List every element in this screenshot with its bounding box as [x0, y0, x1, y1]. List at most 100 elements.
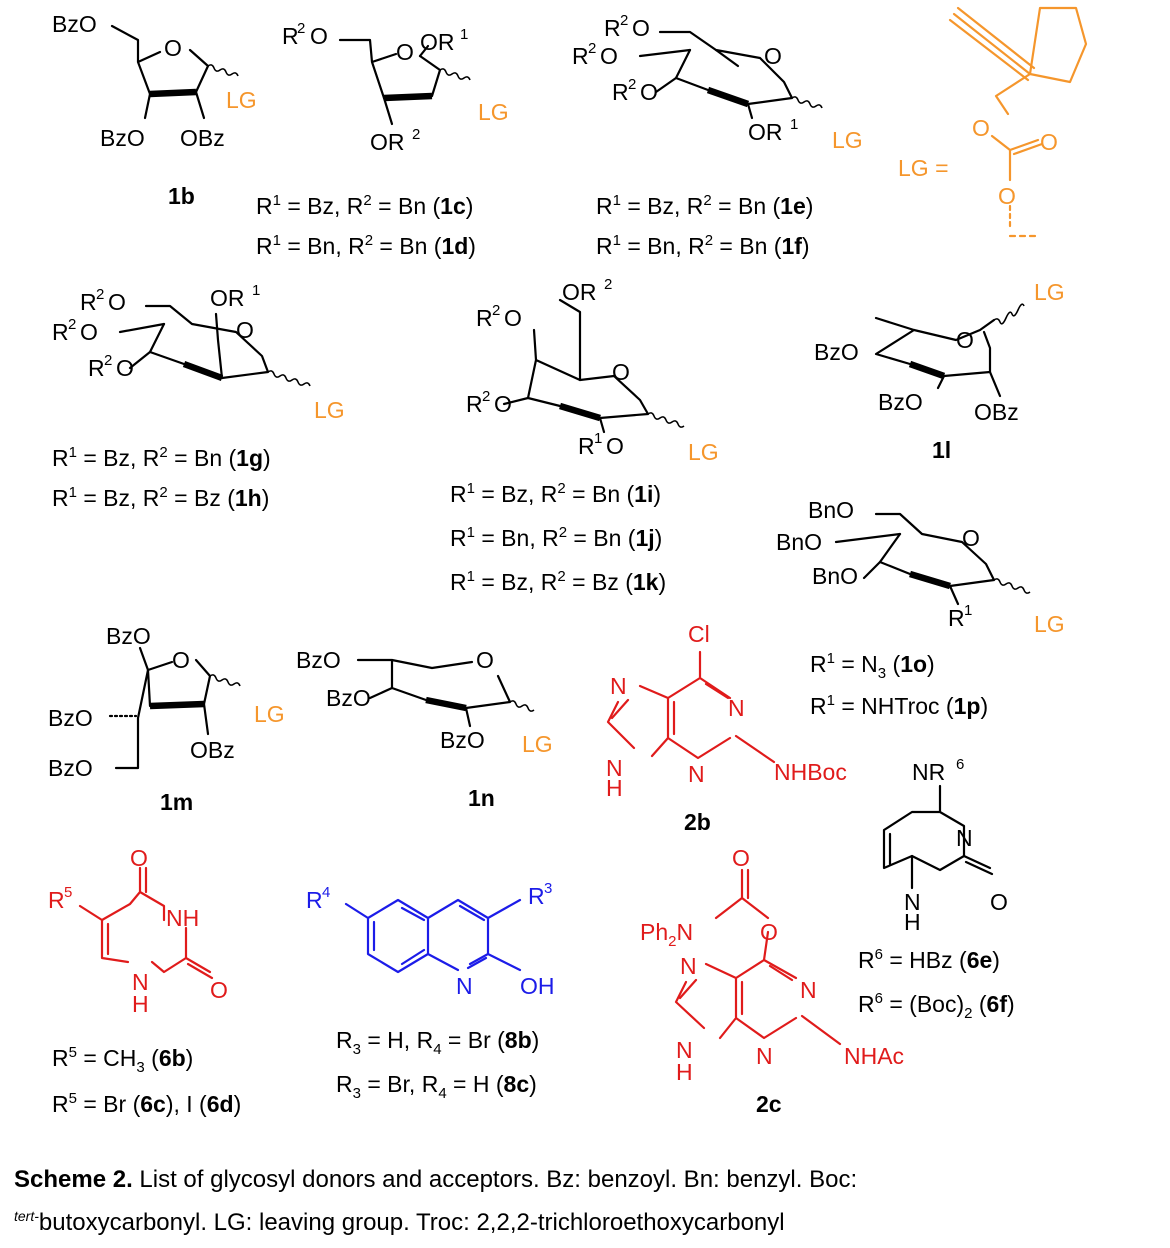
svg-text:H: H [606, 775, 623, 801]
caption-title: Scheme 2. [14, 1166, 133, 1193]
svg-text:BzO: BzO [48, 705, 93, 731]
svg-text:N: N [456, 973, 473, 999]
svg-text:1: 1 [964, 602, 972, 619]
svg-text:O: O [606, 433, 624, 459]
structure-6b-6d: O R 5 NH N H O R5 = CH3 (6b) R5 = Br (6c… [48, 845, 241, 1117]
caption-1h: R1 = Bz, R2 = Bz (1h) [52, 484, 269, 511]
atom-nh: NH [166, 905, 199, 931]
svg-text:2: 2 [482, 388, 490, 405]
atom-lg: LG [522, 731, 553, 757]
svg-text:N: N [606, 755, 623, 781]
svg-text:O: O [172, 647, 190, 673]
atom-oh: OH [520, 973, 555, 999]
structure-1n: BzO BzO O BzO LG 1n [296, 647, 553, 811]
atom-ph2n: Ph2N [640, 919, 693, 950]
svg-text:O: O [504, 305, 522, 331]
atom-lg: LG [688, 439, 719, 465]
svg-text:O: O [130, 845, 148, 871]
svg-text:2: 2 [104, 352, 112, 369]
structure-1c-1d: R 2 O O OR 1 LG OR 2 [282, 20, 509, 155]
structure-1l: BzO O LG BzO OBz 1l [814, 279, 1065, 463]
svg-text:N: N [756, 1043, 773, 1069]
svg-text:R: R [52, 319, 69, 345]
svg-text:N: N [680, 953, 697, 979]
svg-text:R: R [88, 355, 105, 381]
svg-text:OBz: OBz [974, 399, 1019, 425]
svg-text:BzO: BzO [440, 727, 485, 753]
svg-text:R: R [604, 15, 621, 41]
scheme-caption: Scheme 2. List of glycosyl donors and ac… [14, 1162, 1164, 1241]
svg-text:OR: OR [420, 29, 455, 55]
svg-text:N: N [132, 969, 149, 995]
structure-8b-8c: R 4 R 3 N OH R3 = H, R4 = Br (8b) R3 = B… [306, 880, 555, 1102]
atom-obz: OBz [180, 125, 225, 151]
svg-text:2: 2 [412, 126, 420, 143]
svg-text:O: O [116, 355, 134, 381]
caption-text-2: butoxycarbonyl. LG: leaving group. Troc:… [38, 1209, 785, 1236]
svg-text:BzO: BzO [296, 647, 341, 673]
atom-lg: LG [478, 99, 509, 125]
svg-text:O: O [80, 319, 98, 345]
svg-text:H: H [904, 909, 921, 935]
structure-1m: BzO O LG BzO OBz BzO 1m [48, 623, 285, 815]
svg-text:N: N [904, 889, 921, 915]
compound-label-1m: 1m [160, 789, 193, 815]
svg-text:OR: OR [562, 279, 597, 305]
svg-text:N: N [956, 825, 973, 851]
svg-text:R: R [48, 887, 65, 913]
structure-6e-6f: NR 6 N N H O R6 = HBz (6e) R6 = (Boc)2 (… [858, 756, 1015, 1022]
svg-text:O: O [998, 183, 1016, 209]
svg-text:H: H [132, 991, 149, 1017]
svg-text:O: O [764, 43, 782, 69]
captions-row-1: R1 = Bz, R2 = Bn (1c) R1 = Bn, R2 = Bn (… [256, 192, 813, 259]
svg-text:R: R [948, 605, 965, 631]
svg-text:2: 2 [96, 286, 104, 303]
atom-lg: LG [254, 701, 285, 727]
svg-text:O: O [494, 391, 512, 417]
svg-text:OR: OR [210, 285, 245, 311]
atom-cl: Cl [688, 621, 710, 647]
caption-1i: R1 = Bz, R2 = Bn (1i) [450, 480, 661, 507]
svg-text:R: R [306, 887, 323, 913]
lg-equals-label: LG = [898, 155, 949, 181]
svg-text:O: O [990, 889, 1008, 915]
svg-text:O: O [236, 317, 254, 343]
svg-text:2: 2 [628, 76, 636, 93]
svg-text:R: R [80, 289, 97, 315]
svg-text:R: R [612, 79, 629, 105]
structure-1g-1h: R 2 O R 2 O R 2 O OR 1 O LG R1 = Bz, R2 … [52, 282, 345, 511]
svg-text:O: O [732, 845, 750, 871]
svg-text:N: N [688, 761, 705, 787]
svg-text:1: 1 [594, 430, 602, 447]
svg-text:R: R [528, 883, 545, 909]
caption-1c: R1 = Bz, R2 = Bn (1c) [256, 192, 473, 219]
svg-text:BnO: BnO [808, 497, 854, 523]
atom-lg: LG [1034, 611, 1065, 637]
structure-1b: BzO O LG BzO OBz 1b [52, 11, 257, 209]
svg-text:4: 4 [322, 884, 330, 901]
svg-text:R: R [476, 305, 493, 331]
atom-lg: LG [226, 87, 257, 113]
caption-8b: R3 = H, R4 = Br (8b) [336, 1027, 539, 1058]
svg-text:H: H [676, 1059, 693, 1085]
svg-text:O: O [108, 289, 126, 315]
svg-text:O: O [210, 977, 228, 1003]
svg-text:O: O [640, 79, 658, 105]
svg-text:2: 2 [588, 40, 596, 57]
structure-2b: Cl N N N H N NHBoc 2b [606, 621, 847, 835]
svg-text:2: 2 [68, 316, 76, 333]
caption-6f: R6 = (Boc)2 (6f) [858, 990, 1015, 1022]
svg-text:2: 2 [297, 20, 305, 37]
structure-leaving-group: O O O LG = [898, 6, 1088, 238]
svg-text:OR: OR [370, 129, 405, 155]
caption-text-1: List of glycosyl donors and acceptors. B… [132, 1166, 858, 1193]
svg-text:R: R [578, 433, 595, 459]
svg-text:O: O [612, 359, 630, 385]
structure-1e-1f: R 2 O R 2 O R 2 O O OR 1 LG [572, 12, 863, 153]
compound-label-2c: 2c [756, 1091, 782, 1117]
caption-1j: R1 = Bn, R2 = Bn (1j) [450, 524, 662, 551]
structure-1i-1k: R 2 O OR 2 O R 2 O R 1 O LG R1 = Bz, R2 … [450, 276, 719, 595]
svg-text:5: 5 [64, 884, 72, 901]
compound-label-1n: 1n [468, 785, 495, 811]
svg-text:BzO: BzO [326, 685, 371, 711]
